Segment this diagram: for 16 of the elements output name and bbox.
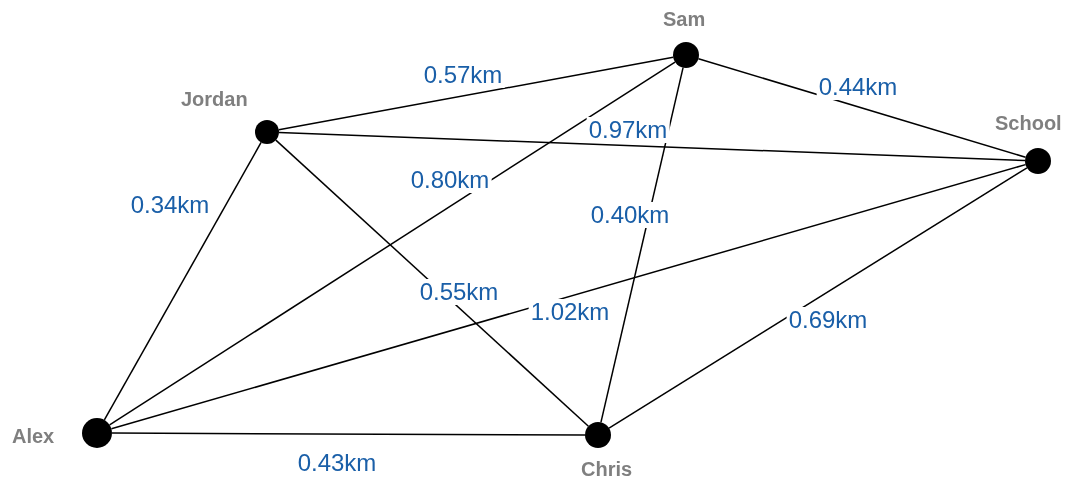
node-name: Sam	[663, 8, 706, 31]
edge-label: 0.97km	[586, 117, 670, 143]
connector-line	[697, 58, 1027, 158]
connector-line	[608, 167, 1028, 429]
node-name: Chris	[581, 458, 633, 481]
connector-line	[275, 139, 590, 427]
connector-line	[278, 56, 674, 131]
connector-line	[110, 163, 1027, 430]
node-name: School	[995, 112, 1062, 135]
connector-line	[278, 131, 1026, 162]
node-name: Alex	[12, 425, 55, 448]
connector-line	[108, 61, 676, 426]
connector-line	[600, 66, 684, 424]
node-name: Jordan	[181, 88, 248, 111]
connector-line	[111, 432, 586, 436]
connector-line	[103, 141, 262, 421]
